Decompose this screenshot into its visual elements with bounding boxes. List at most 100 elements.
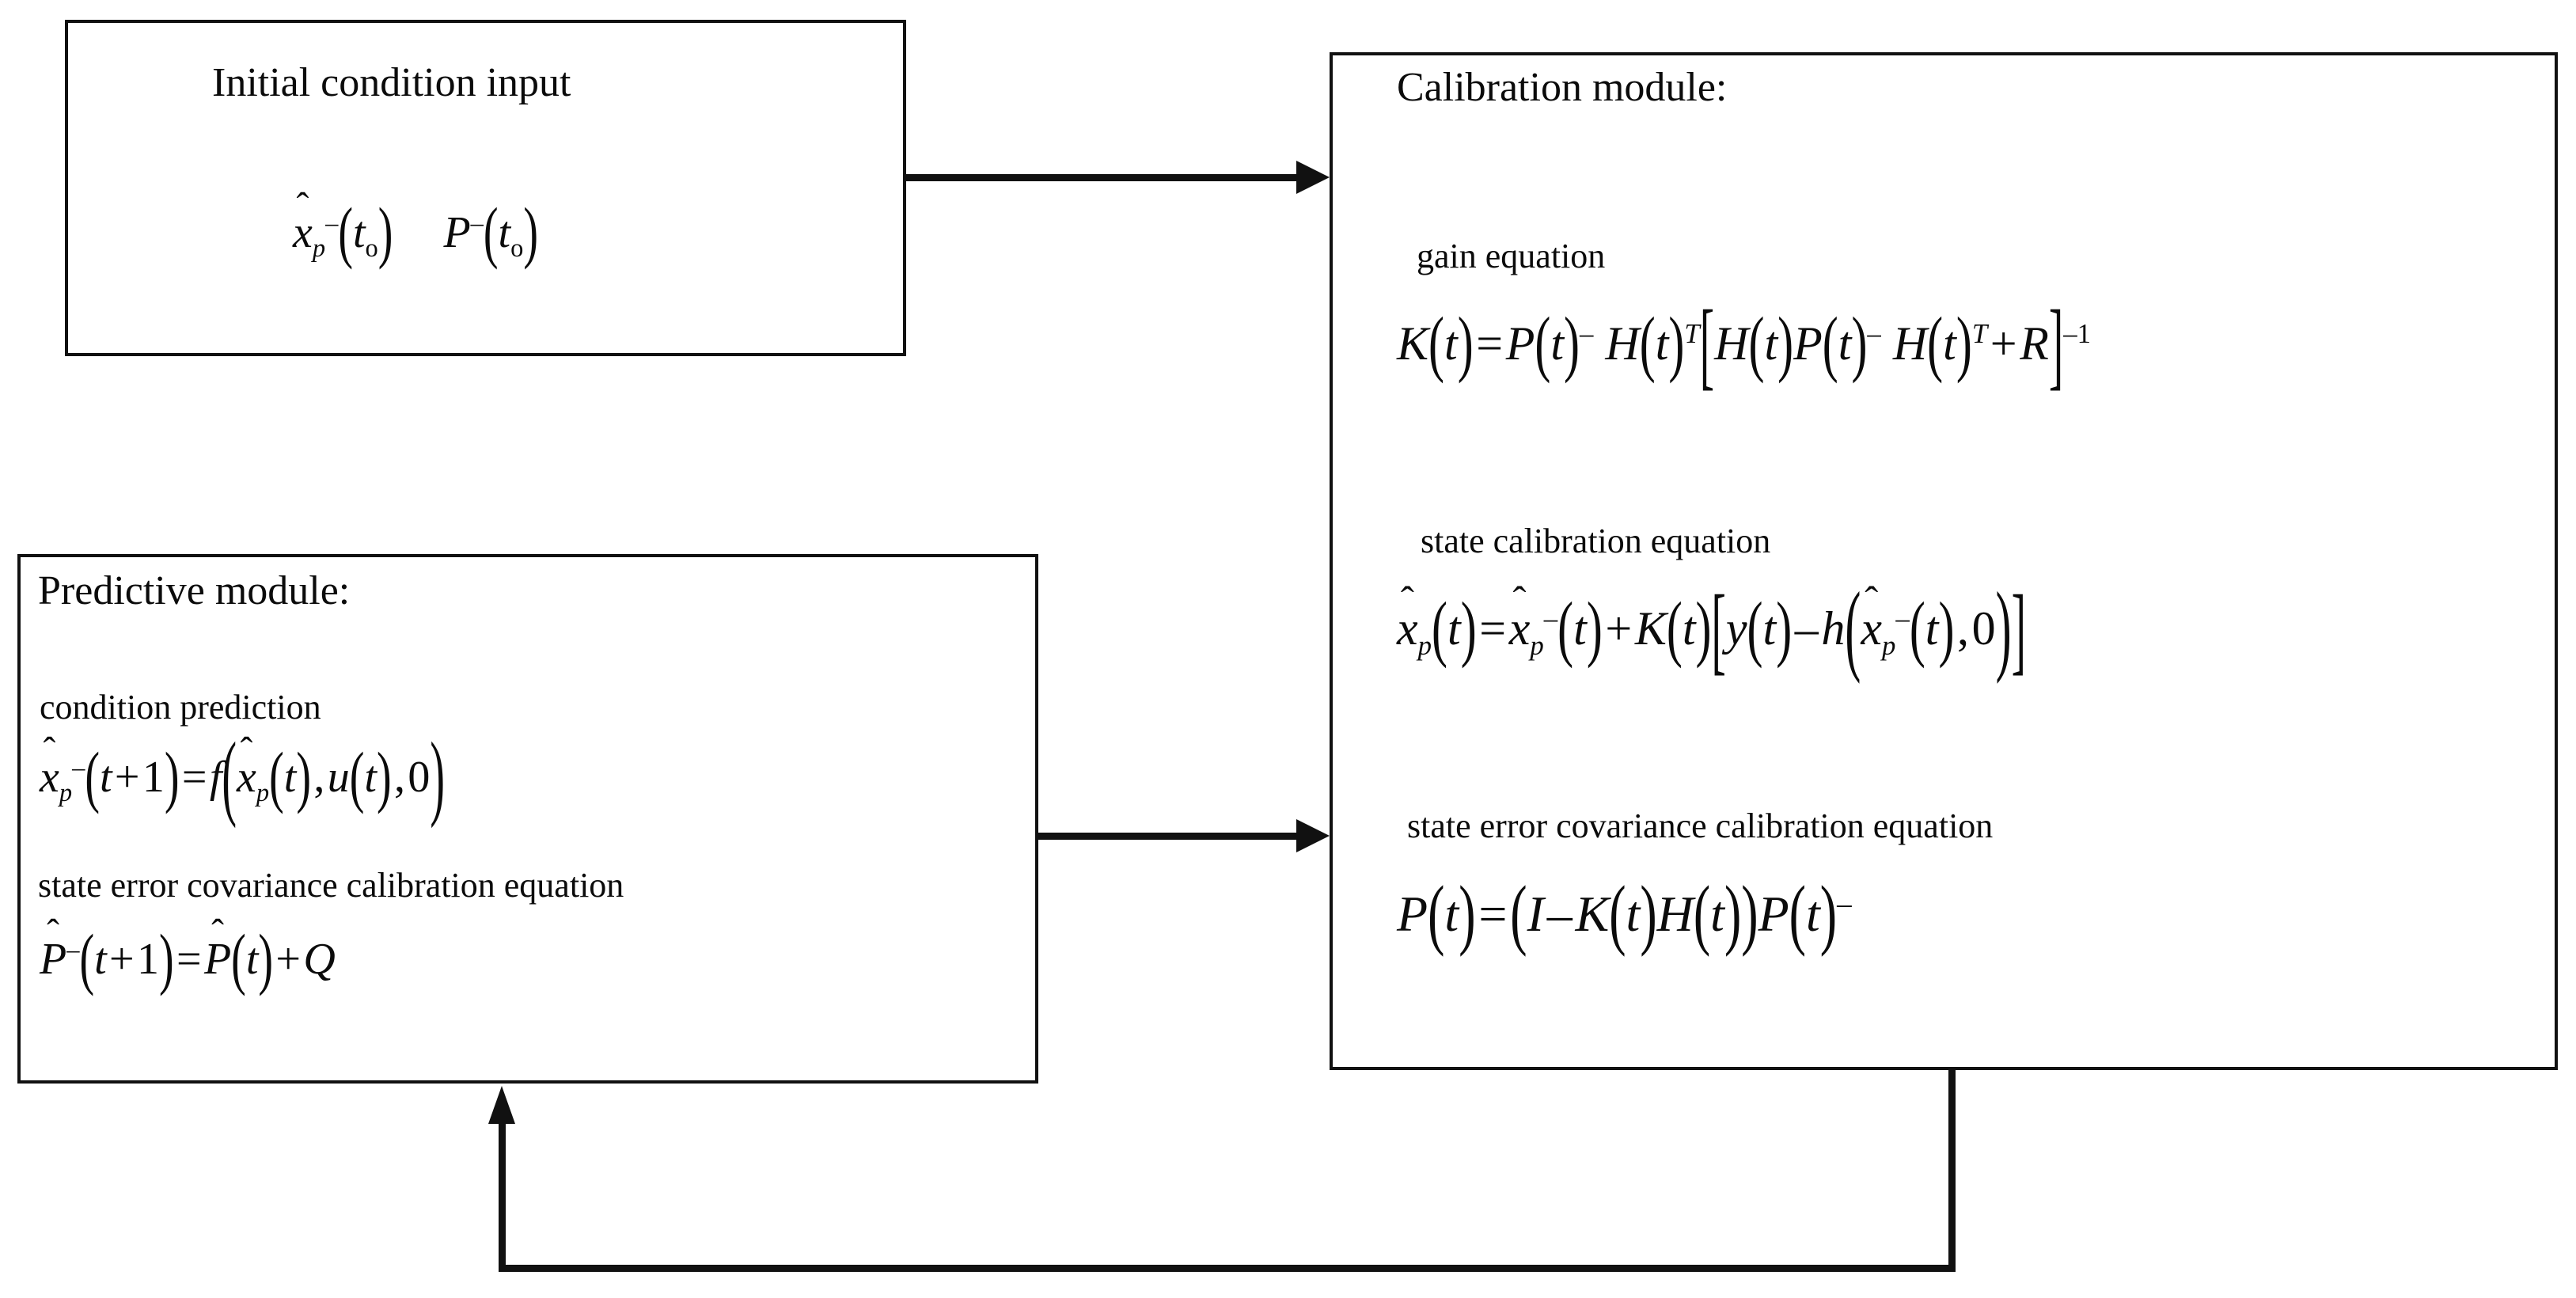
t-subscript-o-2: o <box>510 234 524 264</box>
hat-accent: ˆ <box>296 186 309 228</box>
paren-open-2: ( <box>1557 587 1574 669</box>
t-symbol: t <box>94 935 107 984</box>
paren-open-2: ( <box>483 194 499 271</box>
paren-open-2: ( <box>231 920 246 998</box>
paren-open: ( <box>1432 587 1448 669</box>
plus-sign: + <box>114 753 140 802</box>
I-symbol: I <box>1527 886 1544 942</box>
initial-condition-title: Initial condition input <box>212 60 571 105</box>
K-symbol: K <box>1397 317 1429 370</box>
paren-open-5: ( <box>1822 302 1838 384</box>
P-superscript-minus-2: – <box>1867 318 1881 349</box>
bracket-superscript-minus-one: –1 <box>2063 318 2092 349</box>
equals-sign: = <box>181 753 207 802</box>
t-symbol: t <box>99 753 112 802</box>
bracket-close: ] <box>2048 290 2064 400</box>
paren-close-2: ) <box>1640 870 1657 958</box>
H-symbol-3: H <box>1892 317 1928 370</box>
Q-symbol: Q <box>303 935 336 984</box>
plus-sign: + <box>1990 317 2017 370</box>
paren-open-3: ( <box>1666 587 1683 669</box>
zero-symbol: 0 <box>408 753 431 802</box>
gain-equation: K(t)=P(t)– H(t)T[H(t)P(t)– H(t)T+R]–1 <box>1397 290 2092 399</box>
calibration-module-title: Calibration module: <box>1397 65 1728 110</box>
bracket-close: ] <box>2011 575 2027 685</box>
connector-initial-to-calibration-line <box>906 174 1299 181</box>
P-superscript-minus: – <box>470 209 484 238</box>
paren-open: ( <box>1428 870 1445 958</box>
P-superscript-minus: – <box>66 936 80 965</box>
feedback-vertical-left-segment <box>499 1124 506 1271</box>
t-subscript-o: o <box>365 234 378 264</box>
paren-close: ) <box>1457 302 1474 384</box>
x-subscript-p: p <box>312 234 326 264</box>
t-symbol-4: t <box>1762 602 1777 655</box>
paren-open-2: ( <box>222 724 237 830</box>
t-symbol-6: t <box>1943 317 1956 370</box>
hat-accent: ˆ <box>43 731 56 772</box>
paren-close-6: ) <box>1938 587 1955 669</box>
x-symbol-2: x <box>237 753 256 802</box>
gain-equation-label: gain equation <box>1417 237 1606 275</box>
x-subscript-p-2: p <box>1530 630 1544 661</box>
paren-close-3: ) <box>1668 302 1685 384</box>
minus-sign: – <box>1546 886 1573 942</box>
t-symbol-2: t <box>283 753 297 802</box>
paren-close-3: ) <box>376 738 392 816</box>
paren-open-5: ( <box>1789 870 1806 958</box>
paren-open: ( <box>338 194 353 271</box>
paren-close-2: ) <box>296 738 312 816</box>
equals-sign: = <box>1478 886 1508 942</box>
connector-initial-to-calibration-arrowhead <box>1296 161 1330 194</box>
feedback-vertical-right-segment <box>1948 1067 1956 1271</box>
K-symbol: K <box>1575 886 1610 942</box>
x-subscript-p-3: p <box>1882 630 1896 661</box>
paren-open-4: ( <box>349 738 365 816</box>
paren-open-4: ( <box>1747 587 1763 669</box>
t-symbol-4: t <box>1805 886 1820 942</box>
t-symbol-2: t <box>1573 602 1587 655</box>
P-symbol-2: P <box>1758 886 1789 942</box>
t-symbol-4: t <box>1764 317 1778 370</box>
comma: , <box>313 753 325 802</box>
paren-open-5: ( <box>1845 571 1861 685</box>
plus-sign-2: + <box>275 935 301 984</box>
paren-open-4: ( <box>1748 302 1765 384</box>
minus-sign: – <box>1794 602 1819 655</box>
paren-close-2: ) <box>523 194 538 271</box>
hat-accent: ˆ <box>47 913 60 955</box>
one-symbol: 1 <box>136 935 159 984</box>
paren-close-3: ) <box>1724 870 1742 958</box>
x-subscript-p: p <box>1417 630 1432 661</box>
x-subscript-p-2: p <box>256 779 270 808</box>
t-symbol: t <box>1444 317 1458 370</box>
P-superscript-minus: – <box>1580 318 1594 349</box>
hat-accent-2: ˆ <box>211 913 224 955</box>
paren-open-4: ( <box>1693 870 1711 958</box>
plus-sign: + <box>109 935 135 984</box>
feedback-arrowhead <box>488 1086 515 1124</box>
paren-open: ( <box>79 920 95 998</box>
comma: , <box>1957 602 1970 655</box>
paren-close: ) <box>1459 870 1476 958</box>
paren-open-3: ( <box>1639 302 1656 384</box>
paren-close-2: ) <box>1564 302 1580 384</box>
paren-close: ) <box>377 194 393 271</box>
y-symbol: y <box>1725 602 1747 655</box>
P-superscript-minus: – <box>1837 887 1852 920</box>
paren-open-2: ( <box>1510 870 1527 958</box>
calibration-covariance-equation: P(t)=(I–K(t)H(t))P(t)– <box>1397 870 1852 957</box>
paren-close-3: ) <box>1695 587 1712 669</box>
hat-accent: ˆ <box>1400 579 1414 624</box>
x-superscript-minus: – <box>72 753 85 783</box>
P-symbol-2: P <box>203 935 232 984</box>
equals-sign: = <box>176 935 202 984</box>
f-symbol: f <box>209 753 222 802</box>
t-symbol-2: t <box>1550 317 1565 370</box>
